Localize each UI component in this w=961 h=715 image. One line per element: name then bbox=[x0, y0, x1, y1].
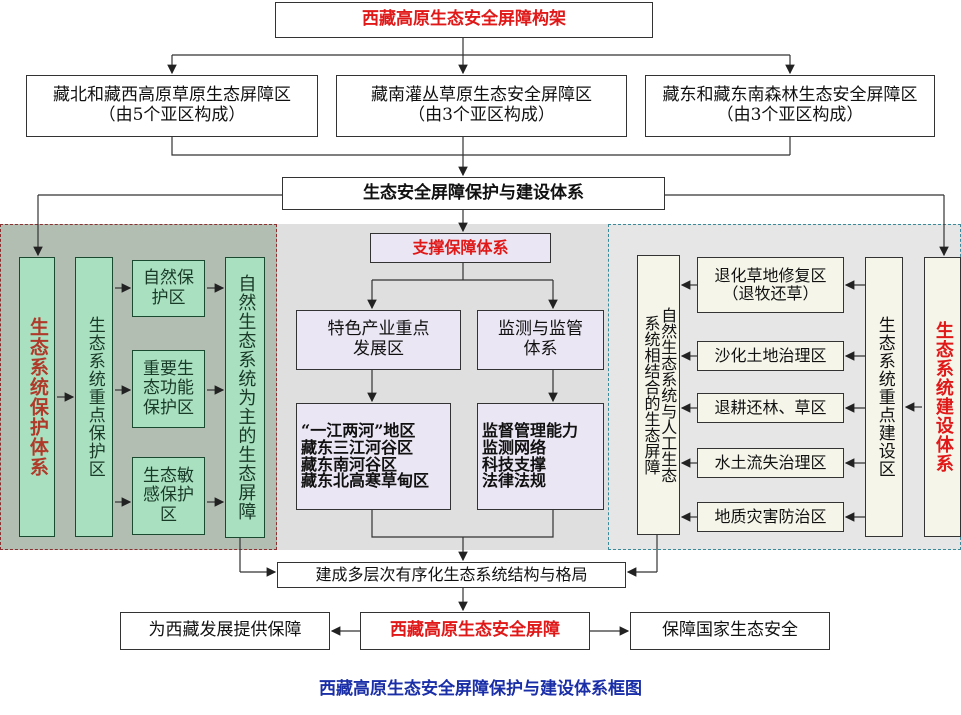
list-item: 监测网络 bbox=[482, 437, 547, 457]
label: 生态系统建设体系 bbox=[932, 321, 954, 473]
construction-area-box: 退化草地修复区（退牧还草） bbox=[697, 257, 844, 313]
label: 退化草地修复区（退牧还草） bbox=[714, 265, 827, 303]
label: 沙化土地治理区 bbox=[714, 345, 827, 365]
list-item: 藏东南河谷区 bbox=[301, 454, 398, 474]
support-system-box: 支撑保障体系 bbox=[370, 233, 551, 263]
barrier-center-box: 西藏高原生态安全屏障 bbox=[360, 612, 590, 650]
label: 监测与监管体系 bbox=[498, 319, 583, 359]
label: 退耕还林、草区 bbox=[714, 397, 827, 417]
construction-area-box: 水土流失治理区 bbox=[697, 448, 844, 478]
protection-area-box: 自然保护区 bbox=[132, 260, 205, 317]
zone-name: 藏东和藏东南森林生态安全屏障区 bbox=[662, 85, 918, 106]
label: 自然保护区 bbox=[143, 267, 194, 308]
label: 生态系统重点保护区 bbox=[84, 316, 105, 478]
national-security-box: 保障国家生态安全 bbox=[630, 612, 830, 650]
construction-area-box: 沙化土地治理区 bbox=[697, 341, 844, 371]
outcome-box: 建成多层次有序化生态系统结构与格局 bbox=[277, 562, 626, 588]
zone-box-east: 藏东和藏东南森林生态安全屏障区（由3个亚区构成） bbox=[645, 75, 935, 137]
zone-box-north-west: 藏北和藏西高原草原生态屏障区（由5个亚区构成） bbox=[26, 75, 318, 137]
title: 西藏高原生态安全屏障构架 bbox=[362, 9, 566, 30]
development-support-box: 为西藏发展提供保障 bbox=[120, 612, 330, 650]
construction-area-box: 地质灾害防治区 bbox=[697, 502, 844, 532]
title-box: 西藏高原生态安全屏障构架 bbox=[275, 2, 653, 38]
combined-barrier-box: 自然生态系统与人工生态系统相结合的生态屏障 bbox=[637, 255, 680, 535]
label: 西藏高原生态安全屏障 bbox=[390, 620, 560, 641]
key-construction-box: 生态系统重点建设区 bbox=[865, 257, 903, 537]
label: 生态系统保护体系 bbox=[26, 317, 49, 477]
system-label: 生态安全屏障保护与建设体系 bbox=[363, 182, 584, 203]
list-item: 藏东北高寒草甸区 bbox=[301, 471, 430, 491]
label: 重要生态功能保护区 bbox=[143, 358, 194, 418]
protection-area-box: 生态敏感保护区 bbox=[132, 457, 205, 535]
zone-note: （由3个亚区构成） bbox=[408, 105, 555, 125]
zone-note: （由3个亚区构成） bbox=[716, 105, 864, 125]
construction-system-box: 生态系统建设体系 bbox=[924, 257, 961, 537]
monitoring-box: 监测与监管体系 bbox=[477, 310, 604, 370]
caption: 西藏高原生态安全屏障保护与建设体系框图 bbox=[319, 679, 642, 699]
label: 自然生态系统为主的生态屏障 bbox=[235, 274, 257, 521]
list-item: 科技支撑 bbox=[482, 454, 547, 474]
label: 为西藏发展提供保障 bbox=[148, 620, 302, 641]
zone-name: 藏北和藏西高原草原生态屏障区 bbox=[53, 85, 291, 106]
label: 保障国家生态安全 bbox=[662, 620, 798, 641]
label: 生态系统重点建设区 bbox=[874, 316, 895, 478]
list-item: “一江两河”地区 bbox=[301, 420, 416, 440]
label: 地质灾害防治区 bbox=[714, 506, 827, 526]
label: 自然生态系统与人工生态系统相结合的生态屏障 bbox=[641, 307, 678, 483]
zone-name: 藏南灌丛草原生态安全屏障区 bbox=[371, 85, 592, 106]
monitoring-items-box: 监督管理能力监测网络科技支撑法律法规 bbox=[477, 403, 604, 510]
label: 支撑保障体系 bbox=[412, 237, 509, 257]
protection-area-box: 重要生态功能保护区 bbox=[132, 350, 205, 428]
label: 生态敏感保护区 bbox=[143, 465, 194, 525]
natural-barrier-box: 自然生态系统为主的生态屏障 bbox=[225, 257, 265, 538]
industry-regions-box: “一江两河”地区藏东三江河谷区藏东南河谷区藏东北高寒草甸区 bbox=[296, 403, 451, 510]
zone-note: （由5个亚区构成） bbox=[98, 105, 246, 125]
zone-box-south: 藏南灌丛草原生态安全屏障区（由3个亚区构成） bbox=[336, 75, 627, 137]
list-item: 监督管理能力 bbox=[482, 420, 579, 440]
system-box: 生态安全屏障保护与建设体系 bbox=[282, 177, 665, 210]
label: 特色产业重点发展区 bbox=[327, 319, 430, 359]
construction-area-box: 退耕还林、草区 bbox=[697, 393, 844, 423]
list-item: 法律法规 bbox=[482, 471, 547, 491]
industry-box: 特色产业重点发展区 bbox=[296, 310, 461, 370]
key-protection-box: 生态系统重点保护区 bbox=[75, 257, 113, 537]
label: 建成多层次有序化生态系统结构与格局 bbox=[315, 564, 588, 584]
list-item: 藏东三江河谷区 bbox=[301, 437, 414, 457]
protection-system-box: 生态系统保护体系 bbox=[19, 257, 55, 537]
label: 水土流失治理区 bbox=[714, 452, 827, 472]
